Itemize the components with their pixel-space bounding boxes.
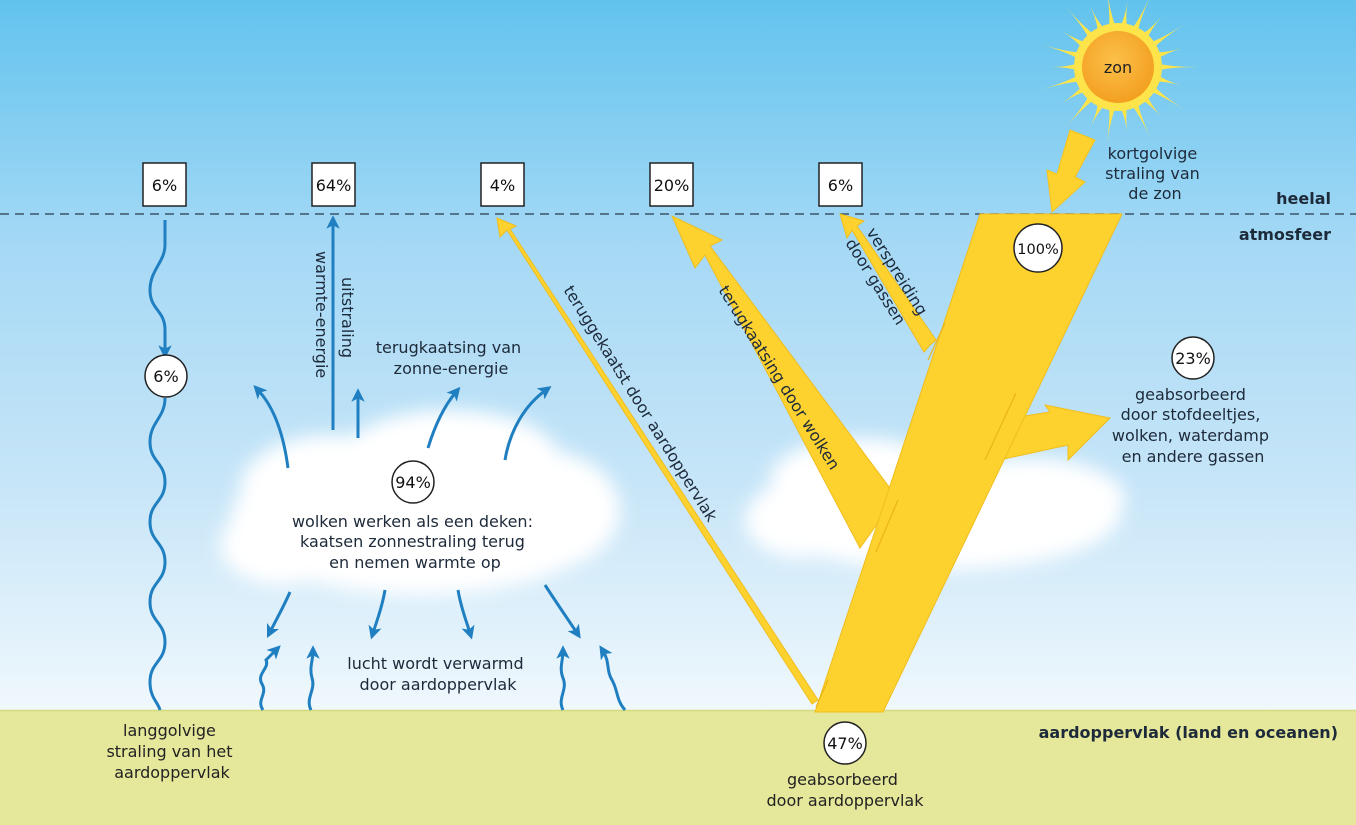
ground-heat-arrow-4 [599, 645, 627, 712]
cloud-left [220, 410, 620, 595]
cloud-down-arrow-3 [456, 589, 475, 640]
ground-heat-arrow-2 [306, 645, 320, 711]
longwave-arrow-upper [148, 220, 172, 359]
ground-heat-arrow-3 [556, 645, 570, 711]
svg-text:23%: 23% [1175, 349, 1211, 368]
longwave-arrow-lower [148, 397, 167, 711]
label-longwave: langgolvige straling van het aardoppervl… [106, 721, 237, 782]
ground-surface [0, 710, 1356, 825]
top-box-surface-reflection: 4% [480, 162, 525, 207]
label-solar-reflection: terugkaatsing van zonne-energie [376, 338, 527, 378]
cloud-up-arrow-3 [426, 386, 461, 449]
scattering-arrow [839, 213, 937, 353]
svg-text:94%: 94% [395, 473, 431, 492]
svg-text:6%: 6% [153, 367, 178, 386]
cloud-down-arrow-4 [543, 584, 581, 639]
sun-core [1082, 31, 1154, 103]
circle-absorbed-surface: 47% [823, 721, 867, 765]
circle-longwave: 6% [144, 354, 188, 398]
svg-text:20%: 20% [654, 176, 690, 195]
incoming-radiation-arrow [1046, 129, 1096, 214]
svg-text:100%: 100% [1017, 242, 1058, 258]
label-air-heated: lucht wordt verwarmd door aardoppervlak [347, 654, 528, 694]
ground-heat-arrow-1 [259, 645, 281, 711]
cloud-down-arrow-1 [266, 591, 292, 639]
cloud-up-arrow-4 [503, 386, 552, 461]
label-absorbed-atmosphere: geabsorbeerd door stofdeeltjes, wolken, … [1112, 385, 1274, 466]
cloud-down-arrow-2 [368, 589, 387, 640]
svg-text:6%: 6% [152, 176, 177, 195]
circle-absorbed-atmosphere: 23% [1171, 336, 1215, 380]
beam-trunk [814, 213, 1123, 713]
svg-text:47%: 47% [827, 734, 863, 753]
label-heat-energy: warmte-energie [312, 251, 331, 378]
solar-beam [496, 213, 1123, 713]
label-clouds-blanket: wolken werken als een deken: kaatsen zon… [292, 512, 538, 572]
zone-label-surface: aardoppervlak (land en oceanen) [1039, 723, 1338, 742]
svg-text:64%: 64% [316, 176, 352, 195]
top-box-cloud-reflection: 20% [649, 162, 694, 207]
shortwave-radiation-label: kortgolvige straling van de zon [1105, 144, 1205, 203]
top-box-longwave: 6% [142, 162, 187, 207]
top-box-scattering: 6% [818, 162, 863, 207]
cloud-up-arrow-1 [253, 385, 290, 469]
svg-text:6%: 6% [828, 176, 853, 195]
cloud-reflection-arrow [670, 214, 896, 549]
sun-label: zon [1104, 58, 1132, 77]
top-box-outgoing-heat: 64% [311, 162, 356, 207]
label-absorbed-surface: geabsorbeerd door aardoppervlak [767, 770, 925, 810]
label-radiation-out: uitstraling [338, 277, 357, 358]
circle-clouds: 94% [391, 460, 435, 504]
sky-background [0, 0, 1356, 712]
surface-reflection-arrow [496, 217, 819, 705]
zone-label-atmosphere: atmosfeer [1239, 225, 1331, 244]
sun-rays [1041, 0, 1198, 147]
zone-label-space: heelal [1276, 189, 1331, 208]
svg-text:4%: 4% [490, 176, 515, 195]
circle-incoming: 100% [1013, 223, 1063, 273]
